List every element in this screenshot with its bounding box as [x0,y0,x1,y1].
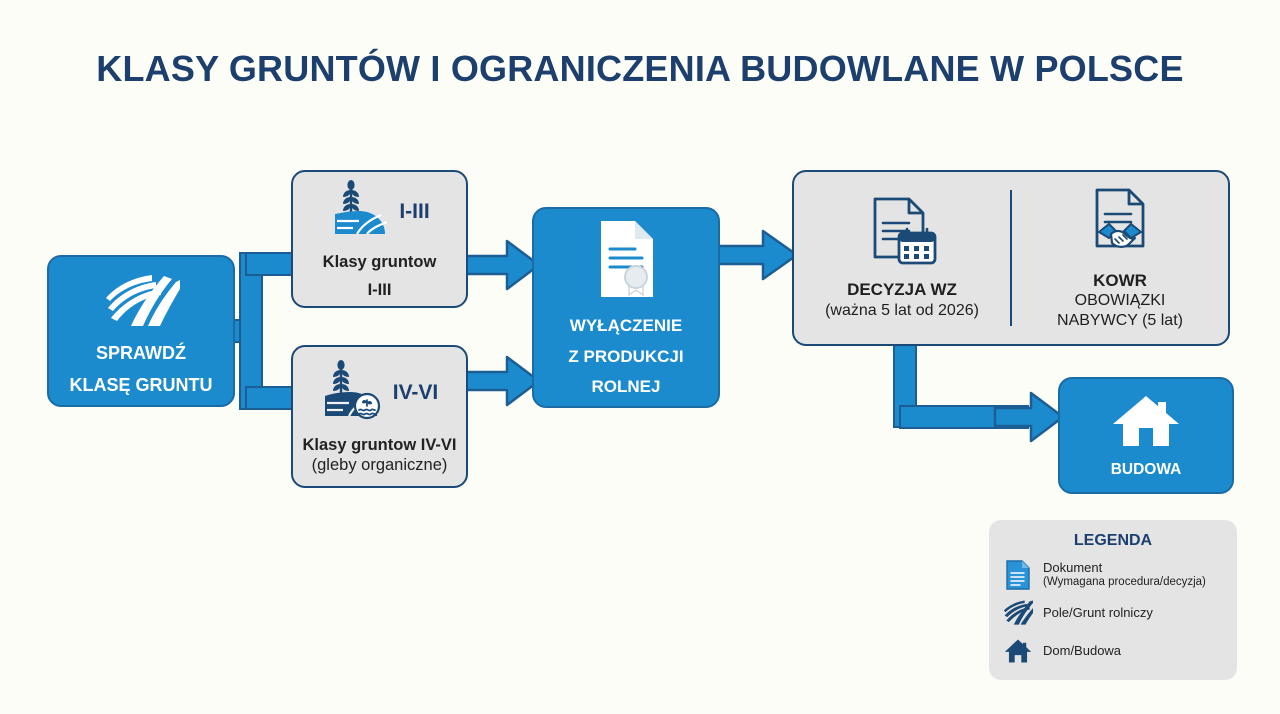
node-label: SPRAWDŹ [96,342,186,363]
node-label: Klasy gruntow [322,253,437,272]
panel-half-decyzja-wz[interactable]: DECYZJA WZ (ważna 5 lat od 2026) [794,172,1010,344]
wheat-field-icon [329,178,391,245]
page-title: KLASY GRUNTÓW I OGRANICZENIA BUDOWLANE W… [96,48,1184,89]
legend-item-pole: Pole/Grunt rolniczy [1003,598,1223,628]
node-label: KOWR [1093,270,1147,290]
node-label-3: ROLNEJ [591,377,661,397]
icon-badge-group: I-III [329,178,430,245]
connector-split-trunk [239,252,263,410]
legend-item-label: Dokument [1043,560,1103,576]
node-badge: I-III [399,199,430,223]
field-furrow-icon [102,272,180,333]
certificate-document-icon [591,217,661,306]
document-calendar-icon [865,195,939,272]
icon-badge-group: IV-VI [321,358,439,429]
node-label-2: (ważna 5 lat od 2026) [825,302,979,320]
legend-item-text: Pole/Grunt rolniczy [1043,605,1153,621]
document-handshake-icon [1083,186,1157,263]
node-label: WYŁĄCZENIE [569,315,683,335]
node-sprawdz-klase-gruntu[interactable]: SPRAWDŹ KLASĘ GRUNTU [47,255,235,407]
legend-title: LEGENDA [1073,532,1153,549]
node-label-2: OBOWIĄZKI [1074,292,1166,310]
legend-item-label: Dom/Budowa [1043,643,1122,659]
node-label: BUDOWA [1110,460,1182,478]
arrow-decyzje-to-budowa [993,391,1065,443]
node-label-3: NABYWCY (5 lat) [1057,311,1183,329]
legend-item-dom: Dom/Budowa [1003,636,1223,666]
legend-item-sublabel: (Wymagana procedura/decyzja) [1043,575,1206,588]
node-label-2: Z PRODUKCJI [568,346,684,366]
connector-branch-upper [245,252,299,276]
legend-item-dokument: Dokument (Wymagana procedura/decyzja) [1003,560,1223,590]
legend-panel: LEGENDA Dokument (Wymagana procedura/dec… [989,520,1237,680]
panel-divider [1010,190,1012,326]
node-label-2: KLASĘ GRUNTU [69,374,213,395]
node-badge: IV-VI [392,381,439,405]
node-klasy-gruntow-1-3[interactable]: I-III Klasy gruntow I-III [291,170,468,308]
arrow-wylaczenie-to-decyzje [715,229,799,281]
legend-item-label: Pole/Grunt rolniczy [1043,605,1153,621]
node-label: Klasy gruntow IV-VI [302,435,457,454]
house-icon [1111,392,1181,454]
node-label-2: I-III [367,280,392,299]
field-furrow-icon [1003,598,1033,628]
panel-half-kowr[interactable]: KOWR OBOWIĄZKI NABYWCY (5 lat) [1012,172,1228,344]
arrow-klasy1-to-wylaczenie [463,239,541,291]
node-wylaczenie-z-produkcji-rolnej[interactable]: WYŁĄCZENIE Z PRODUKCJI ROLNEJ [532,207,720,408]
document-icon [1003,560,1033,590]
arrow-klasy2-to-wylaczenie [463,355,541,407]
node-label-2: (gleby organiczne) [311,456,448,474]
node-budowa[interactable]: BUDOWA [1058,377,1234,494]
wheat-field-water-icon [321,358,387,429]
panel-decyzje-wz-kowr: DECYZJA WZ (ważna 5 lat od 2026) [792,170,1230,346]
node-label: DECYZJA WZ [847,280,957,300]
legend-item-text: Dom/Budowa [1043,643,1121,659]
node-klasy-gruntow-4-6[interactable]: IV-VI Klasy gruntow IV-VI (gleby organic… [291,345,468,488]
house-icon [1003,636,1033,666]
legend-item-text: Dokument (Wymagana procedura/decyzja) [1043,560,1206,589]
